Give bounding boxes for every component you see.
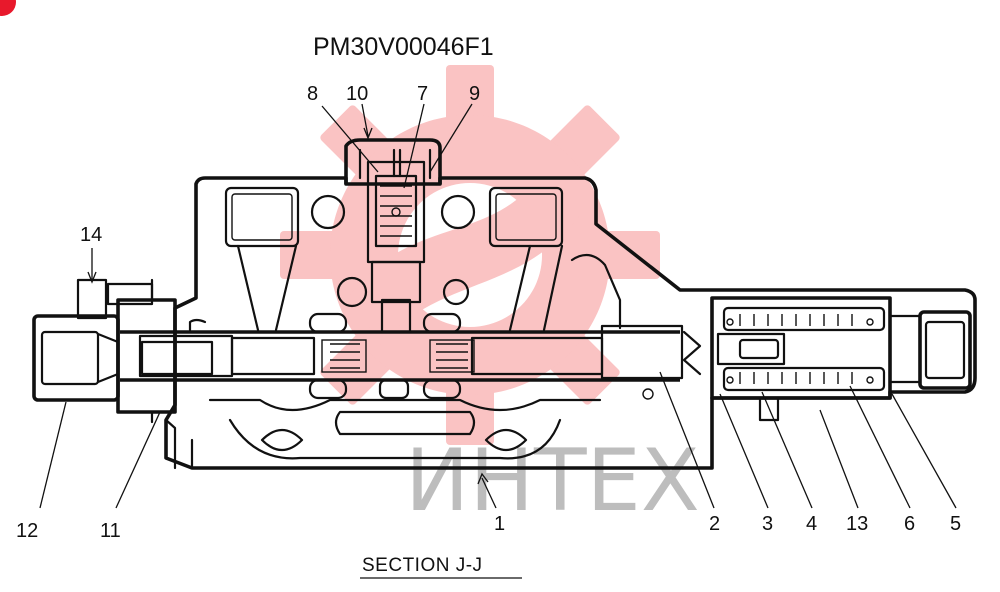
callout-10: 10: [346, 83, 368, 105]
right-spring-assembly: [682, 296, 972, 422]
callout-4: 4: [806, 513, 817, 535]
watermark-gear-icon: [280, 65, 660, 445]
corner-badge: [0, 0, 16, 16]
callout-9: 9: [469, 83, 480, 105]
callout-labels: 14 8 10 7 9 12 11 1 2 3 4 13 6 5: [16, 83, 961, 542]
callout-13: 13: [846, 513, 868, 535]
drawing-title: PM30V00046F1: [313, 33, 494, 61]
callout-2: 2: [709, 513, 720, 535]
left-end-fitting: [32, 278, 214, 424]
callout-1: 1: [494, 513, 505, 535]
callout-3: 3: [762, 513, 773, 535]
internal-passages: [188, 244, 622, 460]
callout-11: 11: [100, 520, 121, 542]
watermark-text: ИНТЕХ: [405, 431, 700, 531]
callout-6: 6: [904, 513, 915, 535]
callout-8: 8: [307, 83, 318, 105]
leader-lines: [39, 103, 957, 579]
top-check-valve: [366, 148, 426, 334]
callout-5: 5: [950, 513, 961, 535]
callout-7: 7: [417, 83, 428, 105]
section-label: SECTION J-J: [362, 555, 483, 576]
callout-14: 14: [80, 224, 102, 246]
upper-port-pockets: [224, 186, 654, 400]
callout-12: 12: [16, 520, 38, 542]
